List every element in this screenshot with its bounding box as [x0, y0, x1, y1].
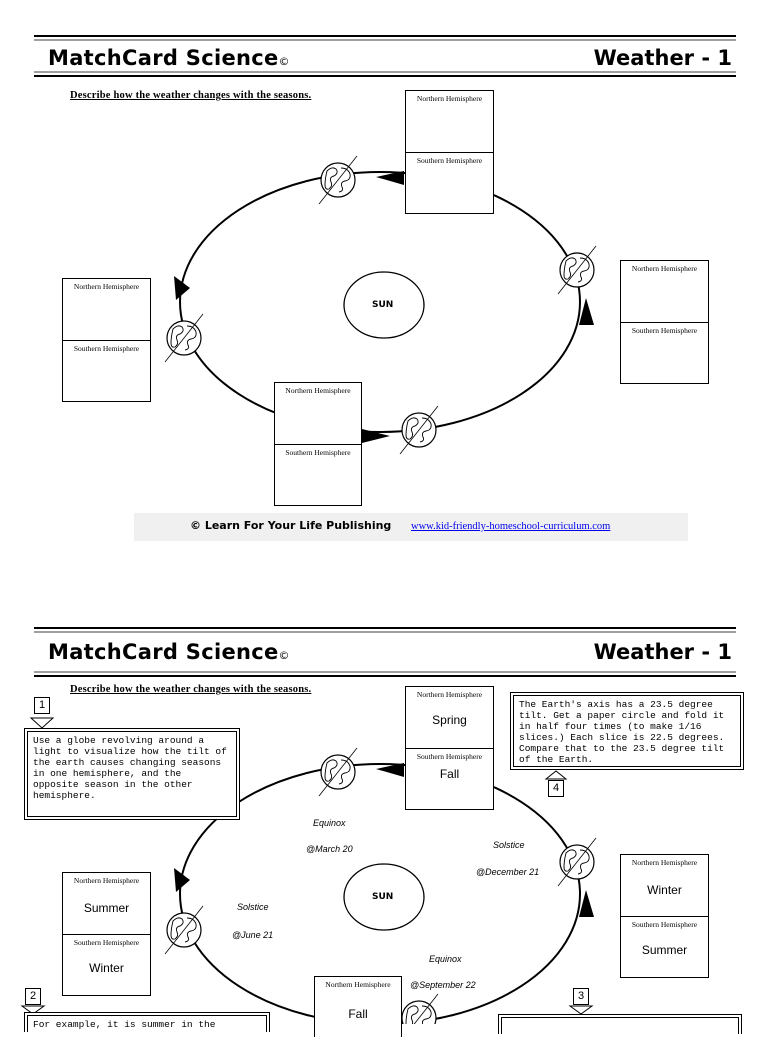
northern-hemisphere-label: Northern Hemisphere — [73, 876, 140, 885]
season-value: Fall — [439, 767, 460, 781]
southern-hemisphere-label: Southern Hemisphere — [631, 326, 698, 335]
season-box-right[interactable]: Northern Hemisphere Southern Hemisphere — [620, 260, 709, 384]
northern-hemisphere-label: Northern Hemisphere — [416, 94, 483, 103]
footer-bar — [134, 513, 688, 541]
season-value: Winter — [89, 961, 124, 975]
bottom-card-graphics — [20, 627, 736, 1024]
note-1: Use a globe revolving around a light to … — [24, 728, 240, 820]
season-value: Summer — [641, 943, 688, 957]
orbit-path — [179, 763, 581, 1024]
earth-globe-icon — [318, 155, 358, 205]
date-label: @December 21 — [476, 867, 540, 877]
earth-globe-icon — [557, 245, 597, 295]
northern-hemisphere-label: Northern Hemisphere — [325, 980, 391, 989]
southern-hemisphere-label: Southern Hemisphere — [73, 344, 140, 353]
note-number-2: 2 — [25, 988, 41, 1005]
sun — [343, 863, 425, 931]
date-label: @September 22 — [410, 980, 476, 990]
note-2: For example, it is summer in the — [24, 1012, 270, 1032]
arrow-top-left — [376, 763, 404, 777]
southern-hemisphere-label: Southern Hemisphere — [73, 938, 140, 947]
note-3 — [498, 1014, 742, 1034]
note-number-1: 1 — [34, 697, 50, 714]
note-pointer-2 — [20, 1005, 46, 1015]
sun — [343, 271, 425, 339]
season-value: Fall — [348, 1007, 368, 1021]
date-label: @March 20 — [306, 844, 353, 854]
card-title: MatchCard Science© — [48, 46, 290, 70]
southern-hemisphere-label: Southern Hemisphere — [631, 920, 698, 929]
card-prompt: Describe how the weather changes with th… — [70, 90, 312, 101]
southern-hemisphere-label: Southern Hemisphere — [416, 752, 483, 761]
footer-publisher: © Learn For Your Life Publishing — [190, 519, 392, 532]
arrow-left-down — [174, 868, 190, 892]
northern-hemisphere-label: Northern Hemisphere — [631, 858, 698, 867]
season-value: Winter — [647, 883, 682, 897]
northern-hemisphere-label: Northern Hemisphere — [631, 264, 698, 273]
earth-globe-icon — [557, 837, 597, 887]
date-label: @June 21 — [232, 930, 274, 940]
northern-hemisphere-label: Northern Hemisphere — [416, 690, 483, 699]
solstice-label: Solstice — [237, 902, 269, 912]
card-prompt: Describe how the weather changes with th… — [70, 684, 312, 695]
card-topic: Weather - 1 — [593, 640, 732, 664]
season-value: Spring — [432, 713, 467, 727]
card-topic: Weather - 1 — [593, 46, 732, 70]
northern-hemisphere-label: Northern Hemisphere — [73, 282, 140, 291]
arrow-left-down — [174, 276, 190, 300]
arrow-top-left — [376, 171, 404, 185]
season-box-bottom[interactable]: Northern Hemisphere Southern Hemisphere — [274, 382, 362, 506]
earth-globe-icon — [318, 747, 358, 797]
season-value: Summer — [83, 901, 130, 915]
northern-hemisphere-label: Northern Hemisphere — [285, 386, 351, 395]
note-pointer-4 — [544, 770, 568, 780]
arrow-right-up — [579, 298, 594, 325]
arrow-right-up — [579, 890, 594, 917]
note-number-4: 4 — [548, 780, 564, 797]
sun-label: SUN — [372, 300, 394, 310]
note-pointer-1 — [29, 717, 55, 729]
note-4: The Earth's axis has a 23.5 degree tilt.… — [510, 692, 744, 770]
sun-label: SUN — [372, 892, 394, 902]
earth-globe-icon — [399, 405, 439, 455]
equinox-label: Equinox — [313, 818, 346, 828]
footer-url-link[interactable]: www.kid-friendly-homeschool-curriculum.c… — [411, 521, 611, 532]
card-title: MatchCard Science© — [48, 640, 290, 664]
season-box-top[interactable]: Northern Hemisphere Southern Hemisphere — [405, 90, 494, 214]
orbit-path — [179, 171, 581, 433]
southern-hemisphere-label: Southern Hemisphere — [416, 156, 483, 165]
note-number-3: 3 — [573, 988, 589, 1005]
season-box-left[interactable]: Northern Hemisphere Southern Hemisphere — [62, 278, 151, 402]
arrow-bottom-right — [362, 429, 390, 443]
top-card-graphics — [34, 35, 736, 455]
solstice-label: Solstice — [493, 840, 525, 850]
note-pointer-3 — [568, 1005, 594, 1015]
southern-hemisphere-label: Southern Hemisphere — [285, 448, 351, 457]
earth-globe-icon — [399, 993, 439, 1024]
equinox-label: Equinox — [429, 954, 462, 964]
